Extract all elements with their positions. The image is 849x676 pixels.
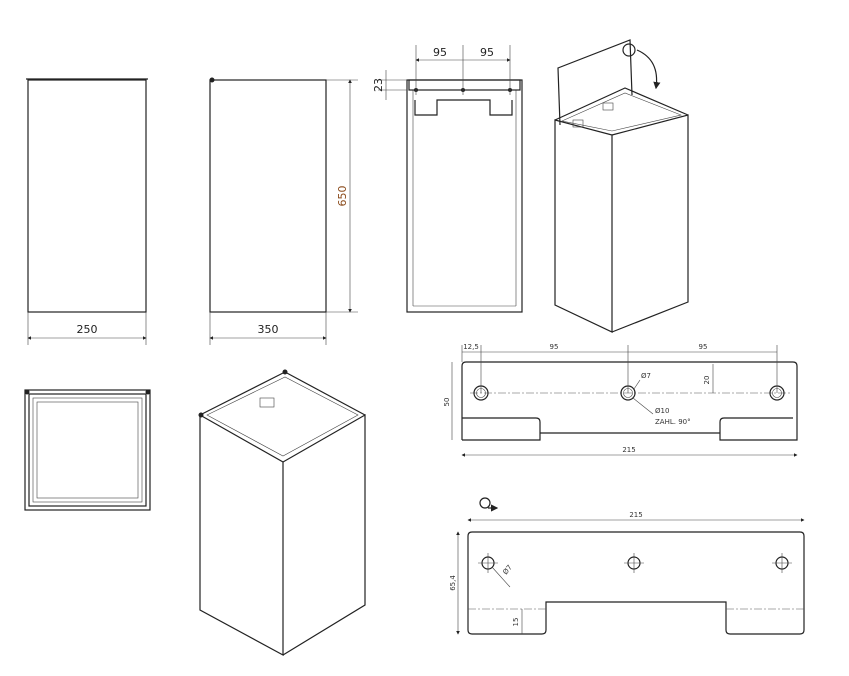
hole-height-dimension: 20 (703, 376, 711, 385)
flat-hole-center (624, 553, 644, 573)
edge-offset-dimension: 12,5 (463, 343, 479, 351)
height-dimension: 50 (443, 398, 451, 407)
spacing-right-dimension: 95 (480, 46, 494, 59)
section-view: 95 95 23 (372, 45, 523, 313)
rotate-icon (479, 497, 499, 512)
hole-diameter-label: Ø7 (501, 564, 514, 577)
width-dimension: 250 (77, 323, 98, 336)
flat-hole-right (772, 553, 792, 573)
side-view: 350 650 (209, 77, 358, 345)
depth-dimension: 350 (258, 323, 279, 336)
hole-diameter-label: Ø7 (641, 372, 651, 380)
isometric-open-lid-view (554, 39, 689, 333)
width-dimension: 215 (629, 511, 642, 519)
top-view (24, 389, 151, 511)
isometric-view (198, 369, 366, 657)
countersink-diameter-label: Ø10 (655, 407, 669, 415)
bracket-flat-view: 215 65,4 Ø7 15 (449, 497, 805, 635)
front-view: 250 (26, 78, 148, 345)
bend-dimension: 15 (512, 618, 520, 627)
spacing-right-dimension: 95 (699, 343, 708, 351)
countersink-angle-label: ZAHL. 90° (655, 418, 691, 426)
spacing-left-dimension: 95 (433, 46, 447, 59)
height-dimension: 650 (336, 186, 349, 207)
spacing-left-dimension: 95 (550, 343, 559, 351)
width-dimension: 215 (622, 446, 635, 454)
bracket-top-view: 12,5 95 95 20 50 Ø7 Ø10 ZAHL. 90° 215 (443, 343, 798, 457)
top-offset-dimension: 23 (372, 78, 385, 92)
flat-hole-left (478, 553, 498, 573)
height-dimension: 65,4 (449, 575, 457, 591)
